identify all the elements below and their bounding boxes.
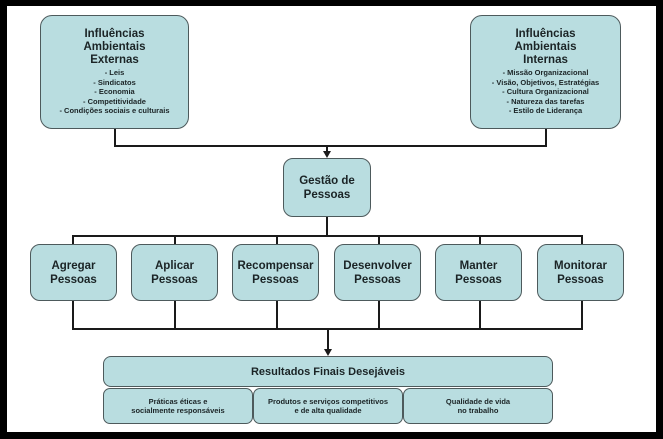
process-sublabel: Pessoas <box>50 273 97 286</box>
process-sublabel: Pessoas <box>252 273 299 286</box>
process-label: Manter <box>459 259 498 272</box>
connector-process-4-bottom <box>378 301 380 329</box>
connector-process-1-bottom <box>72 301 74 329</box>
process-box-maintain: Manter Pessoas <box>435 244 522 301</box>
external-title-2: Ambientais <box>83 41 146 54</box>
internal-title-2: Ambientais <box>514 41 577 54</box>
result-line: socialmente responsáveis <box>131 406 225 415</box>
connector-process-4-top <box>378 235 380 245</box>
internal-item: - Missão Organizacional <box>502 68 589 78</box>
result-line: Qualidade de vida <box>445 396 511 406</box>
process-sublabel: Pessoas <box>455 273 502 286</box>
process-sublabel: Pessoas <box>354 273 401 286</box>
process-box-reward: Recompensar Pessoas <box>232 244 319 301</box>
center-line-1: Gestão de <box>299 174 355 187</box>
results-header: Resultados Finais Desejáveis <box>103 356 553 387</box>
connector-processes-top <box>72 235 582 237</box>
connector-influences-horizontal <box>114 145 547 147</box>
internal-item: - Cultura Organizacional <box>502 87 589 97</box>
result-line: Práticas éticas e <box>148 396 208 406</box>
connector-process-3-top <box>276 235 278 245</box>
connector-process-1-top <box>72 235 74 245</box>
results-title: Resultados Finais Desejáveis <box>250 365 406 378</box>
arrow-down-icon <box>324 349 332 356</box>
process-label: Monitorar <box>553 259 608 272</box>
connector-to-results <box>327 328 329 350</box>
process-box-develop: Desenvolver Pessoas <box>334 244 421 301</box>
process-label: Desenvolver <box>343 259 412 272</box>
result-line: no trabalho <box>457 406 499 415</box>
result-line: Produtos e serviços competitivos <box>267 396 389 406</box>
internal-item: - Natureza das tarefas <box>506 96 585 106</box>
internal-item: - Visão, Objetivos, Estratégias <box>491 77 600 87</box>
process-label: Agregar <box>51 259 96 272</box>
connector-external-down <box>114 129 116 146</box>
arrow-down-icon <box>323 151 331 158</box>
connector-process-2-top <box>174 235 176 245</box>
people-management-box: Gestão de Pessoas <box>283 158 371 217</box>
connector-to-center <box>326 145 328 153</box>
result-cell-products: Produtos e serviços competitivos e de al… <box>253 388 403 424</box>
external-item: - Competitividade <box>83 96 146 106</box>
process-box-apply: Aplicar Pessoas <box>131 244 218 301</box>
result-line: e de alta qualidade <box>294 406 362 415</box>
internal-item: - Estilo de Liderança <box>508 106 583 116</box>
external-title-3: Externas <box>90 54 139 67</box>
connector-process-2-bottom <box>174 301 176 329</box>
process-box-aggregate: Agregar Pessoas <box>30 244 117 301</box>
external-item: - Condições sociais e culturais <box>59 106 170 116</box>
internal-title-1: Influências <box>515 28 576 41</box>
connector-process-5-bottom <box>479 301 481 329</box>
connector-process-6-top <box>581 235 583 245</box>
connector-process-6-bottom <box>581 301 583 329</box>
external-title-1: Influências <box>84 28 145 41</box>
process-label: Recompensar <box>237 259 314 272</box>
connector-center-down <box>326 217 328 235</box>
result-cell-quality-of-life: Qualidade de vida no trabalho <box>403 388 553 424</box>
process-sublabel: Pessoas <box>557 273 604 286</box>
process-box-monitor: Monitorar Pessoas <box>537 244 624 301</box>
internal-title-3: Internas <box>523 54 568 67</box>
external-item: - Economia <box>94 87 135 97</box>
connector-internal-down <box>545 129 547 146</box>
internal-influences-box: Influências Ambientais Internas - Missão… <box>470 15 621 129</box>
process-label: Aplicar <box>155 259 194 272</box>
connector-process-3-bottom <box>276 301 278 329</box>
external-item: - Leis <box>104 68 125 78</box>
external-influences-box: Influências Ambientais Externas - Leis -… <box>40 15 189 129</box>
connector-process-5-top <box>479 235 481 245</box>
center-line-2: Pessoas <box>303 188 351 201</box>
result-cell-ethics: Práticas éticas e socialmente responsáve… <box>103 388 253 424</box>
process-sublabel: Pessoas <box>151 273 198 286</box>
external-item: - Sindicatos <box>93 77 136 87</box>
